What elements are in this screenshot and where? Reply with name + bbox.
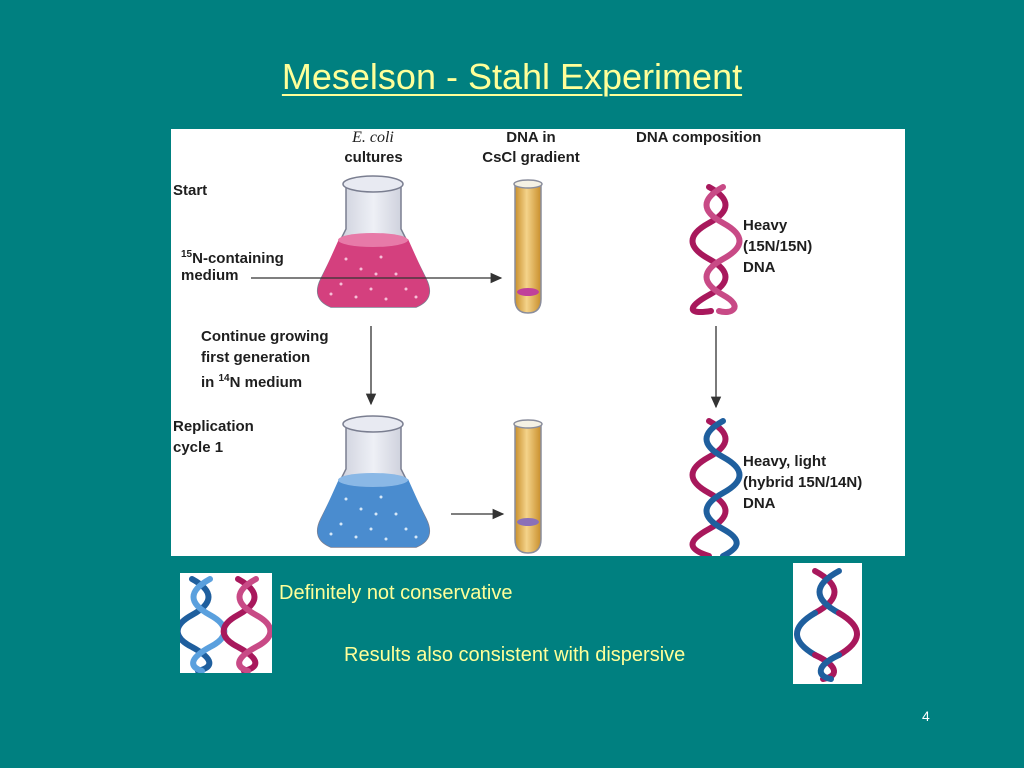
tube-hybrid bbox=[513, 419, 543, 554]
slide-title: Meselson - Stahl Experiment bbox=[281, 56, 743, 97]
header-cscl: CsCl gradient bbox=[482, 149, 580, 166]
heavy-dna-helix bbox=[689, 184, 743, 315]
label-heavy-line2: (15N/15N) bbox=[743, 238, 813, 255]
label-medium-line2: medium bbox=[181, 267, 239, 284]
label-medium-n: N bbox=[192, 250, 203, 267]
page-number: 4 bbox=[922, 708, 930, 724]
conservative-helix-thumbnail bbox=[174, 573, 274, 674]
label-hybrid-line3: DNA bbox=[743, 495, 776, 512]
label-replication-line1: Replication bbox=[173, 418, 254, 435]
header-ecoli: E. coli bbox=[352, 129, 394, 146]
label-replication-line2: cycle 1 bbox=[173, 439, 224, 456]
label-medium-text: -containing bbox=[202, 250, 284, 267]
caption-dispersive: Results also consistent with dispersive bbox=[344, 644, 686, 666]
header-cultures: cultures bbox=[344, 149, 403, 166]
flask-heavy bbox=[316, 175, 431, 308]
flask-hybrid bbox=[316, 415, 431, 548]
label-continue-b: N medium bbox=[229, 374, 303, 391]
diagram-art bbox=[251, 175, 743, 556]
dispersive-helix-thumbnail bbox=[793, 563, 862, 684]
label-medium-sup: 15 bbox=[181, 249, 193, 260]
label-hybrid-line1: Heavy, light bbox=[743, 453, 827, 470]
label-heavy-line1: Heavy bbox=[743, 217, 788, 234]
label-continue-a: in bbox=[201, 374, 219, 391]
label-continue-line1: Continue growing bbox=[201, 328, 329, 345]
dispersive-helix-icon bbox=[794, 568, 860, 682]
conservative-helix-icon bbox=[174, 576, 274, 674]
label-start: Start bbox=[173, 182, 208, 199]
label-heavy-line3: DNA bbox=[743, 259, 776, 276]
hybrid-dna-helix bbox=[689, 418, 743, 556]
header-composition: DNA composition bbox=[636, 129, 762, 146]
diagram-panel: E. coli cultures DNA in CsCl gradient DN… bbox=[171, 129, 905, 556]
label-medium-line1: 15N-containing bbox=[181, 246, 284, 268]
label-continue-line2: first generation bbox=[201, 349, 311, 366]
label-hybrid-line2: (hybrid 15N/14N) bbox=[743, 474, 863, 491]
header-dna-in: DNA in bbox=[506, 129, 556, 146]
caption-not-conservative: Definitely not conservative bbox=[279, 582, 513, 604]
tube-heavy bbox=[513, 179, 543, 314]
label-continue-sup: 14 bbox=[218, 373, 230, 384]
label-continue-line3: in 14N medium bbox=[201, 370, 302, 392]
